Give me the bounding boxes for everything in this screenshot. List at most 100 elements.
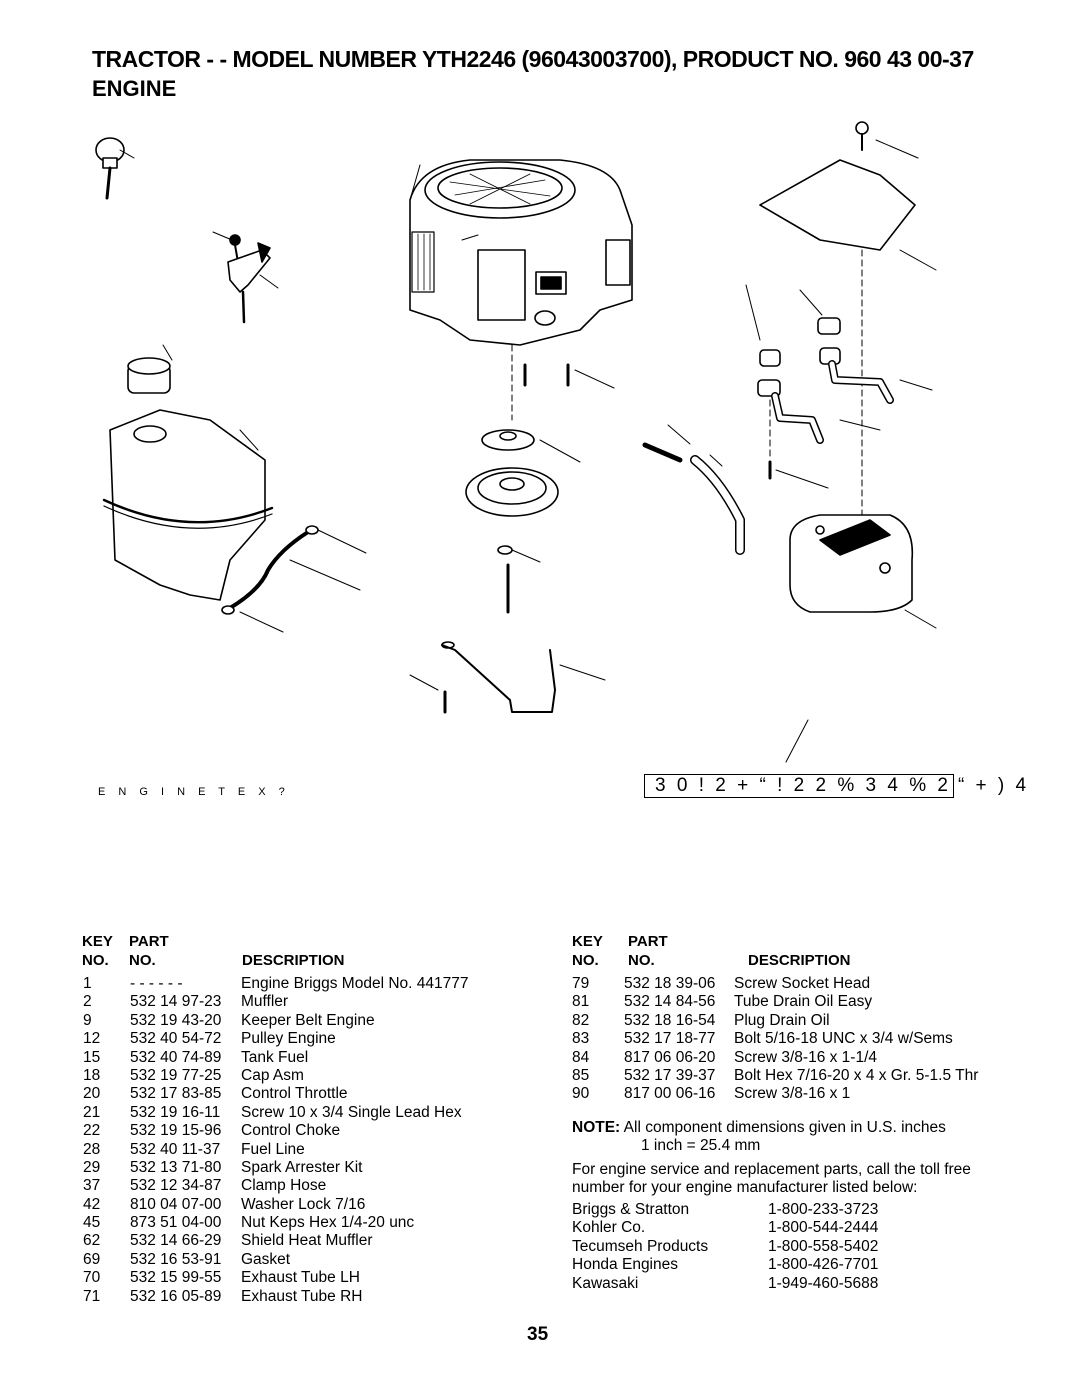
key-no: 12: [83, 1030, 101, 1048]
heat-shield-part: [759, 121, 937, 521]
manufacturer-name: Kohler Co.: [572, 1219, 646, 1237]
key-no: 1: [83, 975, 92, 992]
table-row: 70 532 15 99-55 Exhaust Tube LH: [83, 1269, 523, 1287]
muffler-part: [768, 460, 937, 629]
description: Keeper Belt Engine: [241, 1011, 375, 1029]
key-no: 15: [83, 1048, 101, 1066]
description: Exhaust Tube LH: [241, 1269, 360, 1287]
engine-pulley-part: [465, 429, 581, 517]
list-item: Tecumseh Products 1-800-558-5402: [572, 1238, 902, 1256]
keeper-belt-part: [409, 641, 606, 714]
manufacturer-name: Kawasaki: [572, 1274, 639, 1292]
description: Tank Fuel: [241, 1048, 309, 1066]
part-no: 532 18 16-54: [624, 1011, 716, 1029]
key-no: 69: [83, 1250, 101, 1268]
table-row: 42 810 04 07-00 Washer Lock 7/16: [83, 1196, 523, 1214]
key-no: 22: [83, 1122, 101, 1140]
description: Screw 10 x 3/4 Single Lead Hex: [241, 1103, 462, 1121]
part-no: - - - - - -: [130, 975, 183, 992]
key-no: 85: [572, 1066, 590, 1084]
part-no: 532 19 43-20: [130, 1011, 222, 1029]
part-no: 532 16 05-89: [130, 1287, 222, 1305]
key-no: 79: [572, 975, 590, 992]
manufacturer-phone: 1-800-558-5402: [768, 1237, 879, 1255]
note-label: NOTE:: [572, 1119, 621, 1136]
fuel-line-part: [221, 525, 367, 633]
right-header-no2: NO.: [628, 952, 655, 969]
part-no: 532 19 77-25: [130, 1066, 222, 1084]
table-row: 28 532 40 11-37 Fuel Line: [83, 1141, 523, 1159]
description: Muffler: [241, 993, 289, 1011]
part-no: 532 18 39-06: [624, 975, 716, 992]
key-no: 71: [83, 1287, 101, 1305]
diagram-stamp-boxed: 3 0 ! 2 + “ ! 2 2 % 3 4 % 2: [644, 774, 954, 798]
left-header-no2: NO.: [129, 952, 156, 969]
manufacturer-name: Honda Engines: [572, 1256, 678, 1274]
page-number: 35: [527, 1324, 549, 1345]
description: Fuel Line: [241, 1140, 305, 1158]
figure-code: E N G I N E T E X ?: [98, 786, 290, 798]
description: Washer Lock 7/16: [241, 1195, 366, 1213]
key-no: 18: [83, 1066, 101, 1084]
part-no: 532 19 16-11: [130, 1103, 221, 1121]
key-no: 28: [83, 1140, 101, 1158]
key-no: 84: [572, 1048, 590, 1066]
key-no: 42: [83, 1195, 101, 1213]
fuel-tank-part: [102, 409, 274, 601]
part-no: 532 15 99-55: [130, 1269, 222, 1287]
part-no: 817 00 06-16: [624, 1085, 716, 1103]
right-header-key: KEY: [572, 933, 603, 950]
description: Pulley Engine: [241, 1030, 336, 1048]
engine-part: [409, 159, 633, 346]
pulley-bolt-part: [497, 545, 541, 614]
exhaust-tubes-part: [745, 284, 933, 461]
table-row: 79 532 18 39-06 Screw Socket Head: [572, 975, 1032, 993]
part-no: 532 12 34-87: [130, 1177, 222, 1195]
part-no: 532 17 18-77: [624, 1030, 716, 1048]
note-conversion: 1 inch = 25.4 mm: [641, 1137, 761, 1154]
part-no: 532 17 39-37: [624, 1066, 716, 1084]
part-no: 873 51 04-00: [130, 1214, 222, 1232]
table-row: 45 873 51 04-00 Nut Keps Hex 1/4-20 unc: [83, 1214, 523, 1232]
oil-drain-tube-part: [642, 424, 745, 555]
description: Screw Socket Head: [734, 975, 871, 992]
description: Control Choke: [241, 1122, 341, 1140]
manufacturer-name: Tecumseh Products: [572, 1237, 709, 1255]
right-header-part: PART: [628, 933, 668, 950]
left-header-key: KEY: [82, 933, 113, 950]
part-no: 532 40 11-37: [130, 1140, 221, 1158]
description: Shield Heat Muffler: [241, 1232, 373, 1250]
part-no: 532 16 53-91: [130, 1250, 222, 1268]
description: Bolt 5/16-18 UNC x 3/4 w/Sems: [734, 1030, 953, 1048]
description: Nut Keps Hex 1/4-20 unc: [241, 1214, 415, 1232]
part-no: 532 13 71-80: [130, 1158, 222, 1176]
service-info: For engine service and replacement parts…: [572, 1161, 971, 1196]
manufacturer-phone: 1-949-460-5688: [768, 1274, 879, 1292]
choke-control-part: [95, 137, 135, 200]
description: Cap Asm: [241, 1066, 304, 1084]
table-row: 18 532 19 77-25 Cap Asm: [83, 1067, 523, 1085]
list-item: Kawasaki 1-949-460-5688: [572, 1275, 902, 1293]
engine-exploded-diagram: [95, 121, 937, 763]
right-header-no1: NO.: [572, 952, 599, 969]
key-no: 45: [83, 1214, 101, 1232]
note-text: All component dimensions given in U.S. i…: [623, 1119, 946, 1136]
manufacturer-phone: 1-800-544-2444: [768, 1219, 879, 1237]
key-no: 2: [83, 993, 92, 1011]
throttle-control-part: [212, 231, 279, 324]
part-no: 810 04 07-00: [130, 1195, 222, 1213]
description: Screw 3/8-16 x 1: [734, 1085, 851, 1103]
fuel-cap-part: [127, 344, 173, 394]
key-no: 70: [83, 1269, 101, 1287]
